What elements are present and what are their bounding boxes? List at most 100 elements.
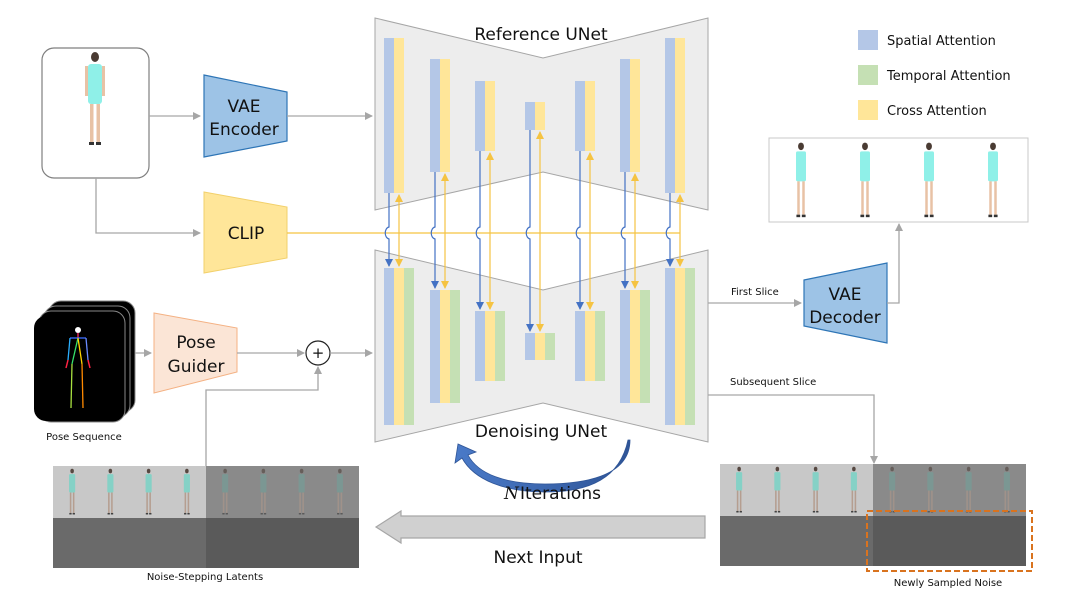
reference-person xyxy=(85,52,105,145)
partially-noised-region xyxy=(873,464,1026,516)
den-cross-attention-block xyxy=(485,311,495,381)
spatial-feature-arrow xyxy=(475,151,484,310)
legend-swatch xyxy=(858,100,878,120)
denoising-unet-blocks xyxy=(384,268,695,425)
latent-frame-person xyxy=(298,468,305,515)
pose-sequence-stack xyxy=(34,300,136,423)
pose-guider-label-2: Guider xyxy=(168,357,225,377)
vae-decoder-label-1: VAE xyxy=(829,285,862,305)
clean-latent-region xyxy=(53,466,206,518)
latent-frame-person xyxy=(336,468,343,515)
newly-sampled-label: Newly Sampled Noise xyxy=(894,578,1002,589)
noise-region xyxy=(873,516,1026,566)
ref-to-clip-arrow xyxy=(95,178,201,237)
legend-swatch xyxy=(858,65,878,85)
spatial-feature-arrow xyxy=(620,172,629,289)
pose-guider-label-1: Pose xyxy=(176,333,215,353)
output-frame-person xyxy=(860,142,870,218)
latent-frame-person xyxy=(812,466,819,513)
latent-frame-person xyxy=(107,468,114,515)
subsequent-slice-label: Subsequent Slice xyxy=(730,377,816,388)
decoder-to-output-arrow xyxy=(887,223,903,304)
spatial-feature-arrow xyxy=(384,193,393,267)
ref-spatial-attention-block xyxy=(620,59,630,172)
latents-to-plus-arrow xyxy=(205,366,322,466)
reference-unet-blocks xyxy=(384,38,685,193)
ref-spatial-attention-block xyxy=(384,38,394,193)
vae-encoder-block: VAE Encoder xyxy=(203,74,288,158)
legend-label: Spatial Attention xyxy=(887,34,996,49)
den-temporal-attention-block xyxy=(685,268,695,425)
subsequent-slice-arrow xyxy=(708,394,878,464)
ref-spatial-attention-block xyxy=(475,81,485,151)
spatial-feature-arrow xyxy=(525,130,534,332)
spatial-feature-arrow xyxy=(430,172,439,289)
output-frame-person xyxy=(924,142,934,218)
iterations-label: Iterations xyxy=(520,484,601,504)
ref-cross-attention-block xyxy=(630,59,640,172)
den-spatial-attention-block xyxy=(384,268,394,425)
noise-stepping-latents xyxy=(53,466,359,568)
subsequent-latents xyxy=(720,464,1026,566)
den-cross-attention-block xyxy=(394,268,404,425)
ref-cross-attention-block xyxy=(440,59,450,172)
den-temporal-attention-block xyxy=(404,268,414,425)
vae-decoder-block: VAE Decoder xyxy=(803,262,888,344)
den-temporal-attention-block xyxy=(595,311,605,381)
ref-cross-attention-block xyxy=(535,102,545,130)
latent-frame-person xyxy=(69,468,76,515)
noise-region xyxy=(720,516,873,566)
partially-noised-region xyxy=(206,466,359,518)
latent-frame-person xyxy=(850,466,857,513)
iterations-n: N xyxy=(503,484,520,504)
pose-sequence-label: Pose Sequence xyxy=(46,432,122,443)
spatial-feature-arrow xyxy=(575,151,584,310)
noise-stepping-label: Noise-Stepping Latents xyxy=(147,572,263,583)
den-spatial-attention-block xyxy=(430,290,440,403)
den-spatial-attention-block xyxy=(665,268,675,425)
reference-unet-title: Reference UNet xyxy=(474,25,608,45)
latent-frame-person xyxy=(222,468,229,515)
latent-frame-person xyxy=(183,468,190,515)
output-frame-person xyxy=(796,142,806,218)
iterations-loop-arrow xyxy=(454,439,631,493)
den-temporal-attention-block xyxy=(450,290,460,403)
den-cross-attention-block xyxy=(630,290,640,403)
vae-decoder-label-2: Decoder xyxy=(809,308,881,328)
reference-image xyxy=(41,47,150,179)
vae-encoder-label-1: VAE xyxy=(228,97,261,117)
next-input-label: Next Input xyxy=(493,548,582,568)
plus-node: + xyxy=(305,340,331,366)
den-temporal-attention-block xyxy=(545,333,555,360)
noise-region xyxy=(53,518,206,568)
pose-skeleton xyxy=(65,327,91,409)
latent-frame-person xyxy=(260,468,267,515)
first-slice-label: First Slice xyxy=(731,287,779,298)
den-spatial-attention-block xyxy=(525,333,535,360)
unet-connection-lines xyxy=(287,130,684,332)
den-cross-attention-block xyxy=(440,290,450,403)
ref-spatial-attention-block xyxy=(575,81,585,151)
ref-cross-attention-block xyxy=(585,81,595,151)
next-input-arrow xyxy=(374,509,706,545)
den-spatial-attention-block xyxy=(475,311,485,381)
legend-swatch xyxy=(858,30,878,50)
den-temporal-attention-block xyxy=(495,311,505,381)
latent-frame-person xyxy=(927,466,934,513)
legend-label: Cross Attention xyxy=(887,104,987,119)
ref-spatial-attention-block xyxy=(430,59,440,172)
denoising-unet-title: Denoising UNet xyxy=(475,422,608,442)
den-spatial-attention-block xyxy=(575,311,585,381)
den-temporal-attention-block xyxy=(640,290,650,403)
pose-guider-block: Pose Guider xyxy=(153,312,238,394)
output-frame-person xyxy=(988,142,998,218)
den-spatial-attention-block xyxy=(620,290,630,403)
ref-cross-attention-block xyxy=(485,81,495,151)
latent-frame-person xyxy=(774,466,781,513)
latent-frame-person xyxy=(145,468,152,515)
plus-symbol: + xyxy=(312,344,325,362)
ref-cross-attention-block xyxy=(394,38,404,193)
noise-region xyxy=(206,518,359,568)
